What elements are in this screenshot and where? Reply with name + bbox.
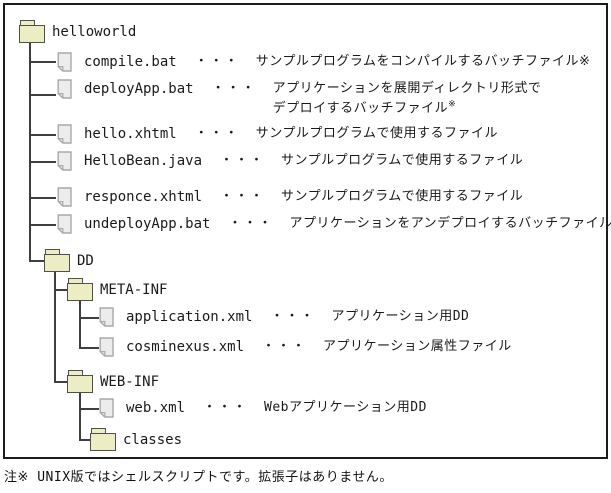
folder-name: META-INF bbox=[100, 281, 168, 298]
file-icon bbox=[56, 79, 73, 99]
connector-branch-classes bbox=[79, 439, 91, 441]
file-icon bbox=[56, 151, 73, 171]
tree-node-responce-xhtml: responce.xhtml ・・・ サンプルプログラムで使用するファイル bbox=[56, 187, 523, 207]
connector-branch-application bbox=[79, 317, 99, 319]
folder-icon bbox=[90, 428, 116, 451]
tree-node-hellobean-java: HelloBean.java ・・・ サンプルプログラムで使用するファイル bbox=[56, 151, 523, 171]
connector-branch-compile bbox=[29, 61, 56, 63]
file-icon bbox=[98, 398, 115, 418]
file-name: deployApp.bat bbox=[84, 81, 194, 97]
file-description: サンプルプログラムをコンパイルするバッチファイル※ bbox=[255, 54, 591, 69]
description-line-2-text: デプロイするバッチファイル bbox=[272, 101, 449, 116]
folder-name: classes bbox=[123, 431, 183, 448]
file-description: サンプルプログラムで使用するファイル bbox=[281, 153, 524, 168]
file-name: HelloBean.java bbox=[84, 153, 203, 169]
connector-branch-cosminexus bbox=[79, 347, 99, 349]
tree-node-deployapp-bat: deployApp.bat ・・・ アプリケーションを展開ディレクトリ形式で デ… bbox=[56, 79, 541, 119]
file-name: cosminexus.xml bbox=[126, 339, 245, 355]
description-text: アプリケーションをアンデプロイするバッチファイル bbox=[289, 216, 611, 231]
ellipsis-dots: ・・・ bbox=[262, 339, 308, 354]
folder-name: WEB-INF bbox=[100, 373, 160, 390]
tree-node-application-xml: application.xml ・・・ アプリケーション用DD bbox=[98, 307, 469, 327]
file-name: hello.xhtml bbox=[84, 126, 177, 142]
description-line-2: デプロイするバッチファイル※ bbox=[273, 99, 542, 119]
folder-icon bbox=[44, 249, 70, 272]
connector-branch-responce bbox=[29, 197, 56, 199]
file-icon bbox=[56, 52, 73, 72]
tree-node-undeployapp-bat: undeployApp.bat ・・・ アプリケーションをアンデプロイするバッチ… bbox=[56, 214, 611, 234]
ellipsis-dots: ・・・ bbox=[194, 126, 240, 141]
ellipsis-dots: ・・・ bbox=[270, 309, 316, 324]
diagram-frame bbox=[3, 3, 608, 459]
file-description: アプリケーションを展開ディレクトリ形式で デプロイするバッチファイル※ bbox=[273, 79, 542, 119]
footnote-text: 注※ UNIX版ではシェルスクリプトです。拡張子はありません。 bbox=[4, 470, 393, 485]
file-name: compile.bat bbox=[84, 54, 177, 70]
connector-branch-undeployapp bbox=[29, 224, 56, 226]
connector-branch-hello bbox=[29, 134, 56, 136]
connector-branch-webxml bbox=[79, 408, 99, 410]
file-icon bbox=[56, 214, 73, 234]
tree-node-web-xml: web.xml ・・・ Webアプリケーション用DD bbox=[98, 398, 427, 418]
connector-trunk-meta-inf bbox=[79, 300, 81, 349]
ellipsis-dots: ・・・ bbox=[220, 153, 266, 168]
folder-name: helloworld bbox=[52, 23, 137, 40]
footnote-mark: ※ bbox=[448, 99, 457, 110]
tree-node-compile-bat: compile.bat ・・・ サンプルプログラムをコンパイルするバッチファイル… bbox=[56, 52, 590, 72]
connector-branch-dd bbox=[29, 260, 46, 262]
tree-node-hello-xhtml: hello.xhtml ・・・ サンプルプログラムで使用するファイル bbox=[56, 124, 498, 144]
file-icon bbox=[98, 337, 115, 357]
file-description: Webアプリケーション用DD bbox=[264, 400, 427, 415]
connector-branch-hellobean bbox=[29, 161, 56, 163]
ellipsis-dots: ・・・ bbox=[194, 54, 240, 69]
file-name: responce.xhtml bbox=[84, 189, 203, 205]
tree-node-cosminexus-xml: cosminexus.xml ・・・ アプリケーション属性ファイル bbox=[98, 337, 512, 357]
file-name: application.xml bbox=[126, 309, 253, 325]
ellipsis-dots: ・・・ bbox=[211, 81, 257, 96]
folder-icon bbox=[19, 20, 45, 43]
file-description: サンプルプログラムで使用するファイル bbox=[281, 189, 524, 204]
folder-icon bbox=[67, 370, 93, 393]
file-description: アプリケーション属性ファイル bbox=[323, 339, 512, 354]
folder-icon bbox=[67, 278, 93, 301]
file-description: サンプルプログラムで使用するファイル bbox=[255, 126, 498, 141]
tree-node-helloworld: helloworld bbox=[19, 20, 136, 43]
file-name: web.xml bbox=[126, 400, 186, 416]
connector-trunk-dd bbox=[54, 271, 56, 383]
file-icon bbox=[98, 307, 115, 327]
connector-trunk-helloworld bbox=[29, 42, 31, 262]
connector-branch-deployapp bbox=[29, 94, 56, 96]
ellipsis-dots: ・・・ bbox=[220, 189, 266, 204]
tree-node-dd: DD bbox=[44, 249, 94, 272]
connector-branch-web-inf bbox=[54, 381, 69, 383]
file-name: undeployApp.bat bbox=[84, 216, 211, 232]
ellipsis-dots: ・・・ bbox=[228, 216, 274, 231]
tree-node-classes: classes bbox=[90, 428, 182, 451]
tree-node-meta-inf: META-INF bbox=[67, 278, 167, 301]
file-icon bbox=[56, 124, 73, 144]
file-description: アプリケーション用DD bbox=[331, 309, 470, 324]
file-description: アプリケーションをアンデプロイするバッチファイル※ bbox=[289, 214, 611, 234]
ellipsis-dots: ・・・ bbox=[203, 400, 249, 415]
description-line-1: アプリケーションを展開ディレクトリ形式で bbox=[272, 81, 542, 96]
file-icon bbox=[56, 187, 73, 207]
tree-node-web-inf: WEB-INF bbox=[67, 370, 159, 393]
connector-branch-meta-inf bbox=[54, 289, 69, 291]
connector-trunk-web-inf bbox=[79, 392, 81, 441]
folder-name: DD bbox=[77, 252, 94, 269]
